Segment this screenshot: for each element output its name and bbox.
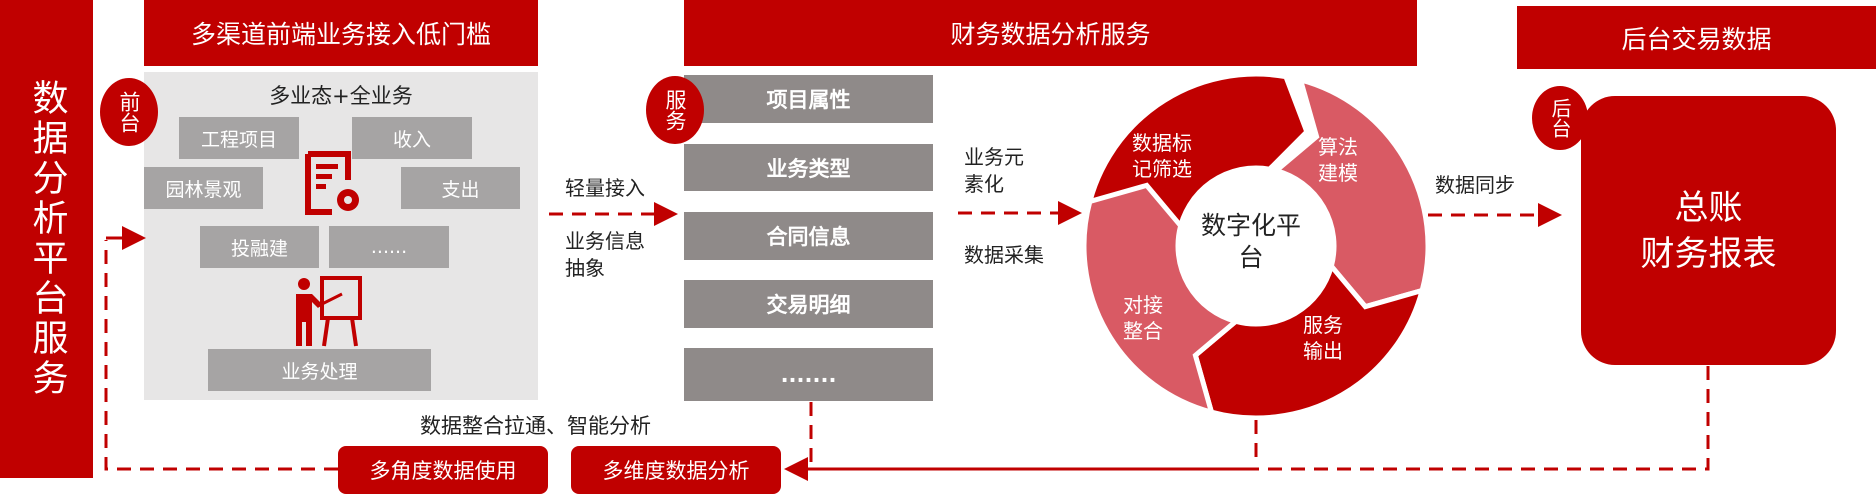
backend-badge-label: 后台: [1548, 98, 1572, 138]
link-sync-label: 数据同步: [1435, 173, 1515, 197]
presenter-icon: [296, 276, 362, 347]
service-badge: 服务: [646, 76, 704, 144]
service-badge-label: 服务: [663, 89, 687, 131]
ring-seg-model: [1270, 76, 1431, 310]
front-title: 多业态+全业务: [269, 84, 413, 108]
ring-segment-filter: 数据标记筛选: [1132, 131, 1192, 181]
ring-segment-integrate: 对接整合: [1123, 293, 1163, 343]
front-badge: 前台: [100, 78, 158, 146]
link-elementize-label: 业务元素化: [964, 145, 1024, 196]
front-item: 收入: [352, 117, 472, 159]
service-item: .......: [684, 348, 933, 401]
front-item: 支出: [401, 167, 520, 209]
service-item: 业务类型: [684, 144, 933, 191]
service-item: 项目属性: [684, 75, 933, 123]
service-header: 财务数据分析服务: [684, 0, 1417, 66]
multi-dimension-analysis-button[interactable]: 多维度数据分析: [571, 446, 781, 494]
backend-header: 后台交易数据: [1517, 6, 1876, 69]
loop-left: [104, 240, 338, 471]
service-item: 交易明细: [684, 280, 933, 328]
ring-segment-model: 算法建模: [1318, 135, 1358, 185]
ledger-label: 总账: [1674, 187, 1743, 228]
ledger-report-box: 总账 财务报表: [1581, 96, 1836, 365]
side-title-bar: 数据分析平台服务: [0, 0, 93, 478]
ring-seg-integrate: [1081, 182, 1242, 416]
front-item: 园林景观: [144, 167, 263, 209]
multi-angle-data-use-button[interactable]: 多角度数据使用: [338, 446, 548, 494]
ring-center-label: 数字化平台: [1200, 211, 1301, 272]
backend-badge: 后台: [1532, 86, 1588, 150]
front-badge-label: 前台: [117, 91, 141, 133]
front-item: 工程项目: [179, 117, 299, 159]
digital-platform-ring: [1081, 71, 1431, 421]
bottom-caption: 数据整合拉通、智能分析: [420, 414, 651, 438]
front-process: 业务处理: [208, 349, 431, 391]
side-title: 数据分析平台服务: [26, 79, 68, 399]
link-abstraction-label: 业务信息抽象: [565, 229, 645, 280]
link-light-access-label: 轻量接入: [565, 176, 645, 200]
front-item: 投融建: [200, 226, 319, 268]
front-item: ......: [329, 226, 449, 268]
service-item: 合同信息: [684, 212, 933, 260]
front-header: 多渠道前端业务接入低门槛: [144, 0, 538, 66]
document-gear-icon: [305, 151, 359, 215]
link-collect-label: 数据采集: [964, 243, 1044, 267]
ring-seg-output: [1192, 260, 1426, 421]
ring-segment-output: 服务输出: [1303, 313, 1343, 363]
financial-report-label: 财务报表: [1640, 233, 1777, 274]
loop-right: [809, 366, 1710, 471]
